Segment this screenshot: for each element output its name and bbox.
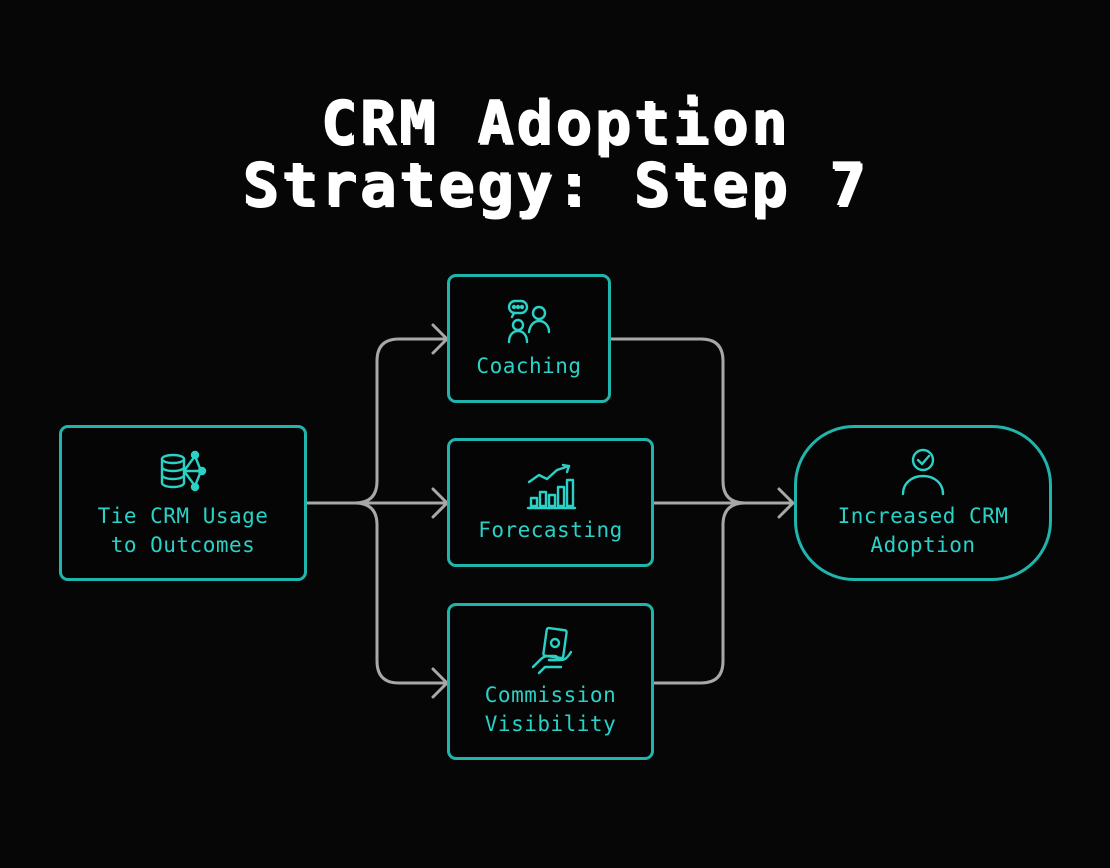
database-network-icon xyxy=(157,446,209,498)
node-label: Forecasting xyxy=(478,518,623,542)
connector-commission-to-outcome xyxy=(652,501,747,685)
node-coaching: Coaching xyxy=(447,274,611,403)
title-line-1: CRM Adoption xyxy=(320,88,790,158)
people-chat-icon xyxy=(503,296,555,348)
node-increased-crm-adoption: Increased CRM Adoption xyxy=(794,425,1052,581)
arrowhead-outcome xyxy=(777,487,795,519)
node-label: Commission Visibility xyxy=(484,682,617,736)
title-line-2: Strategy: Step 7 xyxy=(242,150,868,220)
node-forecasting: Forecasting xyxy=(447,438,654,567)
hand-cash-icon xyxy=(525,625,577,677)
node-commission-visibility: Commission Visibility xyxy=(447,603,654,760)
user-check-icon xyxy=(897,446,949,498)
connector-source-to-commission xyxy=(305,501,447,685)
node-label: Coaching xyxy=(476,354,582,378)
connector-source-to-coaching xyxy=(305,337,447,505)
node-label: Increased CRM Adoption xyxy=(837,504,1009,557)
trending-chart-icon xyxy=(525,460,577,512)
page-title: CRM Adoption Strategy: Step 7 xyxy=(0,92,1110,216)
node-label: Tie CRM Usage to Outcomes xyxy=(97,504,269,557)
node-tie-crm-usage: Tie CRM Usage to Outcomes xyxy=(59,425,307,581)
